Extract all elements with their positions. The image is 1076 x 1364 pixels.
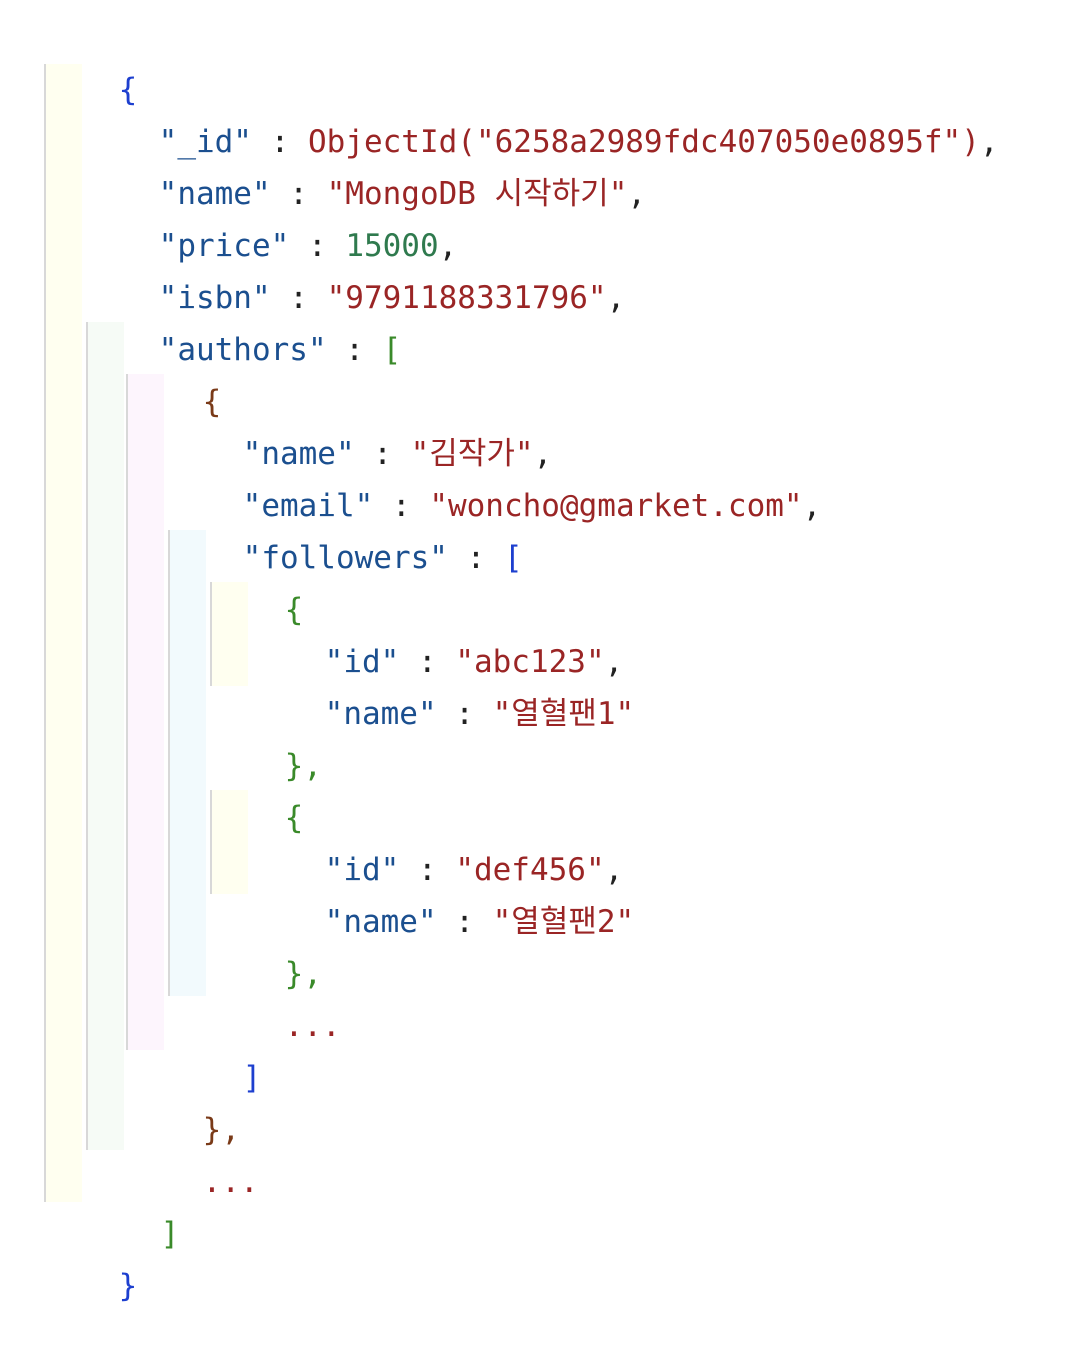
root-close-brace: } [118, 1268, 138, 1304]
code-line: "isbn" : "9791188331796", [84, 220, 626, 316]
authors-close-bracket: ] [160, 1216, 180, 1252]
author-name-value: "김작가" [410, 436, 534, 472]
followers-open-bracket: [ [503, 540, 523, 576]
author-open-brace: { [202, 384, 222, 420]
code-line: { [210, 532, 304, 628]
root-open-brace: { [118, 72, 138, 108]
follower-id-key: "id" [324, 852, 400, 888]
code-line: "authors" : [ [84, 272, 402, 368]
code-line: ] [86, 1156, 180, 1252]
code-line: ... [128, 1104, 259, 1200]
colon: : [354, 436, 411, 472]
code-line: }, [210, 896, 322, 992]
code-line: }, [210, 688, 322, 784]
colon: : [251, 124, 308, 160]
name-value: "MongoDB 시작하기" [326, 176, 628, 212]
code-line: "name" : "MongoDB 시작하기", [84, 116, 646, 212]
colon: : [373, 488, 430, 524]
indent-guide-level-3 [126, 374, 164, 1050]
code-line: "price" : 15000, [84, 168, 458, 264]
follower-id-value: "abc123" [455, 644, 605, 680]
isbn-key: "isbn" [158, 280, 271, 316]
code-line: "email" : "woncho@gmarket.com", [168, 428, 822, 524]
code-line: { [128, 324, 222, 420]
comma: , [802, 488, 822, 524]
colon: : [289, 228, 346, 264]
code-line: "name" : "김작가", [168, 376, 553, 472]
code-line: "name" : "열혈팬1" [250, 636, 635, 732]
code-line: ... [210, 948, 341, 1044]
authors-open-bracket: [ [382, 332, 402, 368]
follower-name-value: "열혈팬1" [492, 696, 635, 732]
id-key: "_id" [158, 124, 252, 160]
follower-open-brace: { [284, 800, 304, 836]
colon: : [270, 176, 327, 212]
indent-guide-level-5b [210, 790, 248, 894]
follower-id-value: "def456" [455, 852, 605, 888]
code-line: { [210, 740, 304, 836]
followers-key: "followers" [242, 540, 448, 576]
code-line: } [44, 1208, 138, 1304]
followers-close-bracket: ] [242, 1060, 262, 1096]
code-line: "_id" : ObjectId("6258a2989fdc407050e089… [84, 64, 999, 160]
author-email-key: "email" [242, 488, 374, 524]
colon: : [436, 696, 493, 732]
colon: : [447, 540, 504, 576]
code-line: "followers" : [ [168, 480, 523, 576]
price-value: 15000 [345, 228, 439, 264]
colon: : [399, 644, 456, 680]
follower-close-brace: }, [284, 956, 322, 992]
colon: : [326, 332, 383, 368]
comma: , [438, 228, 458, 264]
isbn-value: "9791188331796" [326, 280, 607, 316]
author-name-key: "name" [242, 436, 355, 472]
colon: : [270, 280, 327, 316]
code-line: }, [128, 1052, 240, 1148]
code-line: "id" : "def456", [250, 792, 624, 888]
author-email-value: "woncho@gmarket.com" [429, 488, 803, 524]
authors-ellipsis: ... [202, 1164, 259, 1200]
authors-key: "authors" [158, 332, 327, 368]
indent-guide-level-4 [168, 530, 206, 996]
comma: , [533, 436, 553, 472]
id-value: ObjectId("6258a2989fdc407050e0895f") [307, 124, 980, 160]
code-line: "name" : "열혈팬2" [250, 844, 635, 940]
follower-name-key: "name" [324, 696, 437, 732]
follower-name-value: "열혈팬2" [492, 904, 635, 940]
code-line: "id" : "abc123", [250, 584, 624, 680]
comma: , [979, 124, 999, 160]
indent-guide-level-5a [210, 582, 248, 686]
followers-ellipsis: ... [284, 1008, 341, 1044]
code-line: ] [168, 1000, 262, 1096]
comma: , [604, 644, 624, 680]
indent-guide-level-1 [44, 64, 82, 1202]
follower-close-brace: }, [284, 748, 322, 784]
name-key: "name" [158, 176, 271, 212]
price-key: "price" [158, 228, 290, 264]
comma: , [627, 176, 647, 212]
colon: : [436, 904, 493, 940]
follower-id-key: "id" [324, 644, 400, 680]
follower-name-key: "name" [324, 904, 437, 940]
comma: , [604, 852, 624, 888]
follower-open-brace: { [284, 592, 304, 628]
json-code-block: { "_id" : ObjectId("6258a2989fdc407050e0… [44, 12, 999, 1304]
code-line: { [44, 12, 138, 108]
indent-guide-level-2 [86, 322, 124, 1150]
comma: , [606, 280, 626, 316]
colon: : [399, 852, 456, 888]
author-close-brace: }, [202, 1112, 240, 1148]
